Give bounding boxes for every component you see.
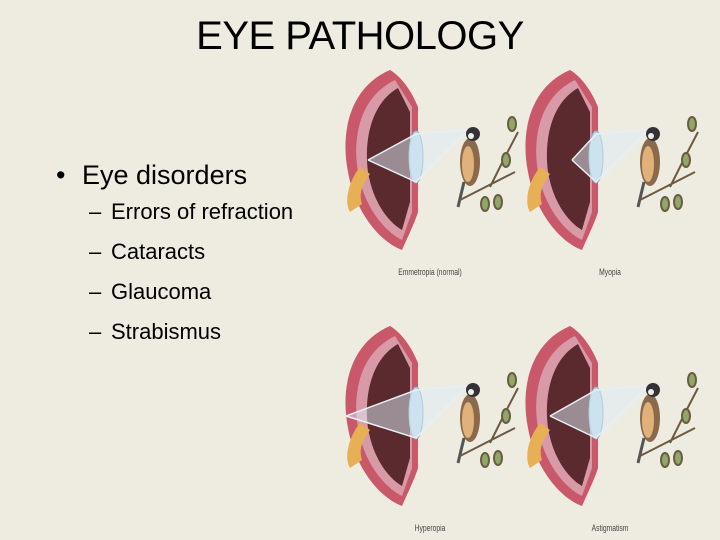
bird-icon bbox=[636, 127, 660, 208]
branch-icon bbox=[459, 116, 519, 212]
sub-bullet-text: Glaucoma bbox=[111, 279, 212, 304]
eye-diagram-myopia: Myopia bbox=[520, 62, 700, 277]
bullet-list: •Eye disorders –Errors of refraction –Ca… bbox=[56, 160, 293, 359]
sub-bullet-item: –Errors of refraction bbox=[89, 199, 293, 239]
sub-bullet-text: Strabismus bbox=[111, 319, 222, 344]
diagram-caption: Emmetropia (normal) bbox=[398, 267, 462, 277]
optic-nerve bbox=[347, 423, 370, 468]
dash-icon: – bbox=[89, 239, 102, 264]
branch-icon bbox=[459, 372, 519, 468]
diagram-caption: Astigmatism bbox=[591, 523, 629, 533]
light-rays bbox=[549, 385, 649, 439]
eye-illustration bbox=[345, 326, 519, 506]
branch-icon bbox=[639, 116, 699, 212]
bird-icon bbox=[636, 383, 660, 464]
bullet-text: Eye disorders bbox=[82, 160, 248, 190]
diagram-caption: Hyperopia bbox=[414, 523, 446, 533]
optic-nerve bbox=[347, 167, 370, 212]
eye-diagram-hyperopia: Hyperopia bbox=[340, 318, 520, 533]
sub-bullet-text: Errors of refraction bbox=[111, 199, 294, 224]
light-rays bbox=[367, 129, 469, 183]
bird-icon bbox=[456, 127, 480, 208]
branch-icon bbox=[639, 372, 699, 468]
diagram-caption: Myopia bbox=[599, 267, 621, 277]
eye-illustration bbox=[345, 70, 519, 250]
light-rays bbox=[345, 385, 469, 439]
slide-title: EYE PATHOLOGY bbox=[196, 14, 524, 58]
optic-nerve bbox=[527, 423, 550, 468]
sub-bullet-item: –Strabismus bbox=[89, 319, 293, 359]
optic-nerve bbox=[527, 167, 550, 212]
dash-icon: – bbox=[89, 279, 102, 304]
dash-icon: – bbox=[89, 319, 102, 344]
eye-diagram-emmetropia: Emmetropia (normal) bbox=[340, 62, 520, 277]
light-rays bbox=[571, 129, 649, 184]
dash-icon: – bbox=[89, 199, 102, 224]
sub-bullet-text: Cataracts bbox=[111, 239, 206, 264]
bullet-item: • Eye disorders bbox=[56, 160, 293, 191]
sub-bullet-item: –Glaucoma bbox=[89, 279, 293, 319]
eye-interior bbox=[546, 88, 590, 230]
bird-icon bbox=[456, 383, 480, 464]
eye-illustration bbox=[525, 326, 699, 506]
eye-illustration bbox=[525, 70, 699, 250]
bullet-dot-icon: • bbox=[56, 160, 66, 190]
eye-diagram-astigmatism: Astigmatism bbox=[520, 318, 700, 533]
sub-bullet-item: –Cataracts bbox=[89, 239, 293, 279]
